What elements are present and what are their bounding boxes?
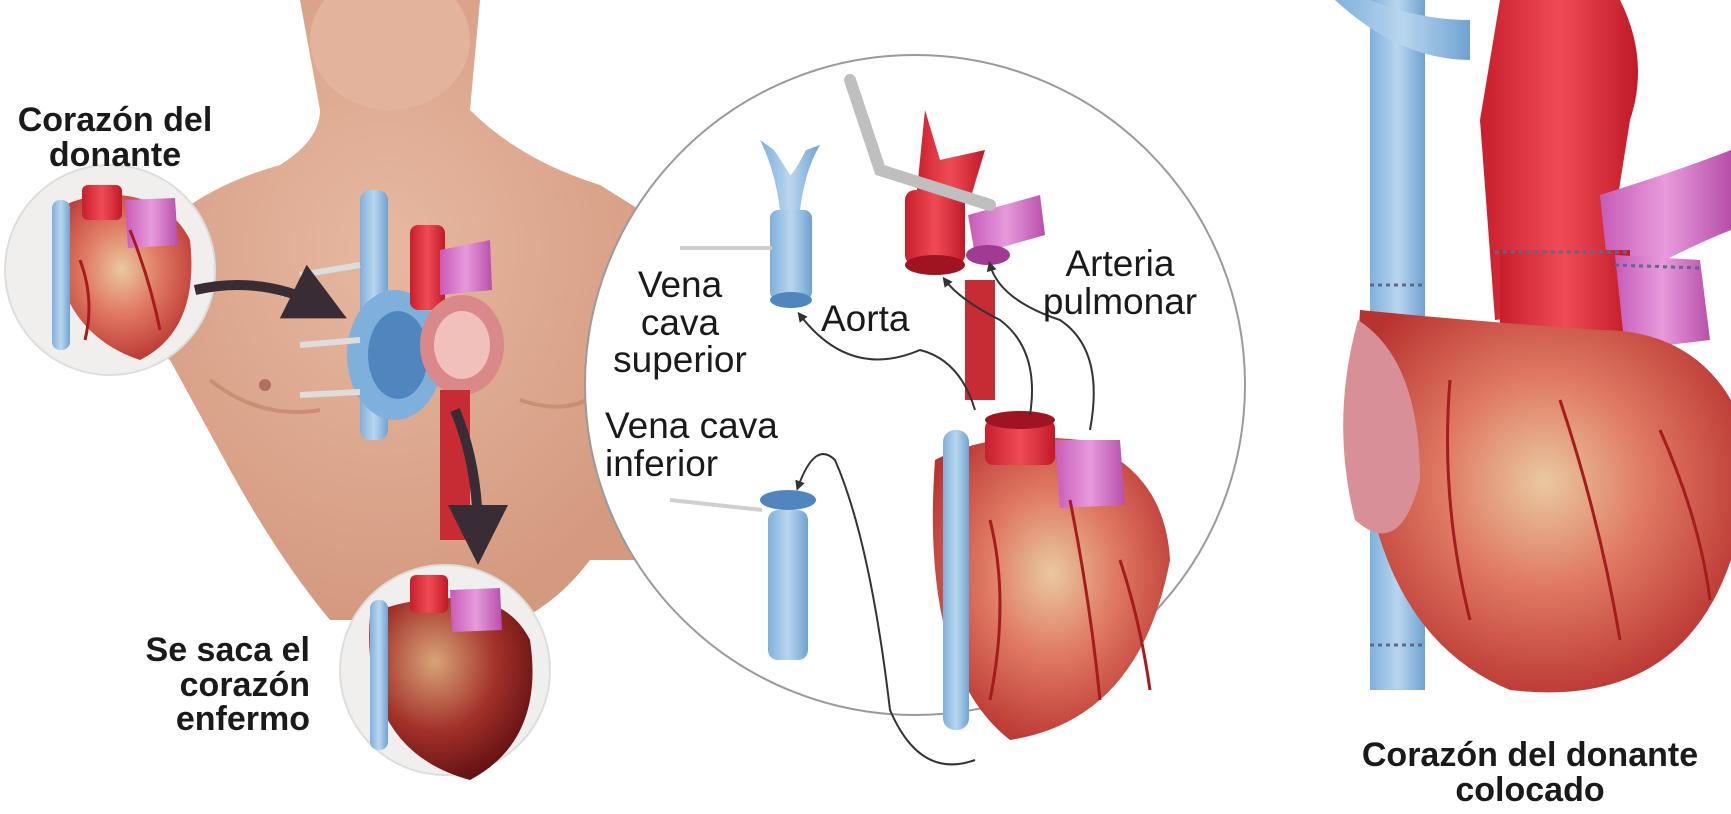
label-line: Corazón del [5, 103, 225, 138]
label-line: corazón [110, 668, 310, 703]
label-placed-heart: Corazón del donante colocado [1335, 738, 1725, 807]
label-line: cava [610, 304, 750, 342]
label-line: Corazón del donante [1335, 738, 1725, 773]
label-superior-vena-cava: Vena cava superior [610, 266, 750, 379]
label-line: donante [5, 138, 225, 173]
label-line: Arteria [1030, 245, 1210, 283]
label-line: Vena cava [605, 407, 805, 445]
label-line: colocado [1335, 773, 1725, 808]
label-diseased-heart: Se saca el corazón enfermo [110, 633, 310, 737]
label-line: enfermo [110, 702, 310, 737]
donor-heart-inset [5, 165, 215, 375]
diseased-heart-inset [340, 565, 550, 780]
label-line: superior [610, 341, 750, 379]
label-line: inferior [605, 445, 805, 483]
label-line: Vena [610, 266, 750, 304]
label-line: Se saca el [110, 633, 310, 668]
label-line: pulmonar [1030, 283, 1210, 321]
label-pulmonary-artery: Arteria pulmonar [1030, 245, 1210, 320]
placed-heart-illustration [1335, 0, 1731, 692]
label-line: Aorta [821, 300, 941, 338]
label-donor-heart: Corazón del donante [5, 103, 225, 172]
label-aorta: Aorta [821, 300, 941, 338]
label-inferior-vena-cava: Vena cava inferior [605, 407, 805, 482]
